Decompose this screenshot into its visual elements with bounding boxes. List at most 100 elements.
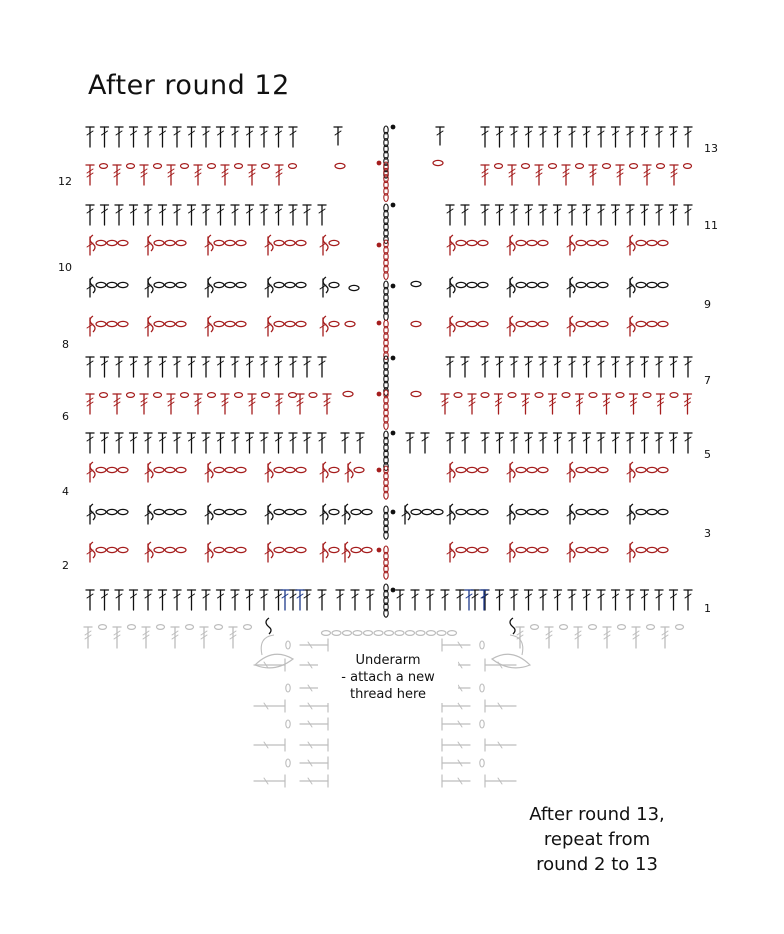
treble-stitch-icon (114, 432, 124, 454)
round-13-center (333, 126, 445, 146)
chain-oval-icon (350, 546, 362, 554)
chain-oval-icon (328, 546, 340, 554)
chain-oval-icon (421, 508, 433, 516)
treble-stitch-icon (139, 393, 149, 415)
round-12-center (334, 159, 444, 170)
treble-stitch-icon (288, 589, 298, 611)
treble-stitch-icon (440, 589, 450, 611)
treble-stitch-icon (615, 164, 625, 186)
chain-oval-icon (520, 163, 531, 170)
underarm-note-line-2: - attach a new (341, 670, 435, 685)
treble-stitch-icon (193, 393, 203, 415)
treble-stitch-icon (552, 126, 563, 148)
round-label-2: 2 (62, 559, 69, 572)
treble-stitch-icon (405, 432, 415, 454)
treble-stitch-icon (509, 432, 519, 454)
chain-oval-icon (466, 546, 478, 554)
treble-stitch-icon (445, 432, 455, 454)
chain-oval-icon (383, 186, 389, 196)
treble-stitch-icon (295, 589, 305, 611)
treble-stitch-icon (166, 393, 176, 415)
chain-oval-icon (273, 320, 285, 328)
chain-oval-icon (383, 443, 389, 453)
treble-stitch-icon (601, 393, 612, 415)
treble-stitch-icon (186, 589, 197, 611)
chain-oval-icon (153, 546, 165, 554)
treble-stitch-icon (112, 164, 122, 186)
chain-oval-icon (164, 466, 176, 474)
chain-oval-icon (383, 414, 389, 424)
front-post-hook-icon (265, 617, 272, 635)
chain-oval-icon (466, 281, 478, 289)
chain-oval-icon (674, 623, 685, 630)
treble-stitch-icon (244, 432, 255, 454)
chain-oval-icon (383, 222, 389, 232)
chain-oval-icon (597, 239, 609, 247)
chain-oval-icon (235, 546, 247, 554)
round-6-left (85, 392, 332, 415)
chain-oval-icon (106, 546, 118, 554)
treble-stitch-icon (660, 626, 670, 649)
treble-stitch-icon (509, 356, 519, 378)
chain-oval-icon (328, 281, 340, 289)
treble-stitch-icon (317, 589, 327, 611)
treble-stitch-icon (215, 589, 226, 611)
chain-oval-icon (597, 508, 609, 516)
chain-oval-icon (125, 163, 136, 170)
treble-stitch-icon (143, 204, 153, 226)
treble-stitch-icon (625, 356, 635, 378)
chain-oval-icon (383, 471, 389, 481)
chain-oval-icon (213, 320, 225, 328)
chain-oval-icon (537, 546, 549, 554)
treble-stitch-icon (628, 393, 639, 415)
chain-oval-icon (383, 389, 389, 399)
chain-oval-icon (597, 320, 609, 328)
chain-oval-icon (635, 466, 647, 474)
treble-stitch-icon (259, 126, 269, 148)
chain-oval-icon (575, 320, 587, 328)
chain-oval-icon (601, 163, 612, 170)
chain-oval-icon (224, 281, 236, 289)
chain-oval-icon (213, 546, 225, 554)
chain-oval-icon (383, 408, 389, 418)
slip-stitch-dot-icon (390, 509, 396, 515)
treble-stitch-icon (85, 589, 95, 611)
chain-oval-icon (383, 299, 389, 309)
treble-stitch-icon (322, 393, 332, 415)
treble-stitch-icon (99, 204, 110, 226)
chain-oval-icon (383, 234, 389, 245)
chain-oval-icon (153, 320, 165, 328)
chain-oval-icon (383, 420, 389, 431)
chain-oval-icon (383, 209, 389, 219)
chain-oval-icon (233, 163, 244, 170)
chain-oval-icon (164, 320, 176, 328)
treble-stitch-icon (172, 126, 182, 148)
chain-oval-icon (117, 320, 129, 328)
round-label-9: 9 (704, 298, 711, 311)
chain-oval-icon (224, 466, 236, 474)
chain-oval-icon (657, 320, 669, 328)
treble-stitch-icon (639, 356, 650, 378)
chain-oval-icon (575, 281, 587, 289)
chain-oval-icon (425, 629, 437, 636)
chain-oval-icon (635, 508, 647, 516)
chain-oval-icon (682, 163, 693, 170)
chain-oval-icon (117, 546, 129, 554)
treble-stitch-icon (480, 432, 490, 454)
chain-oval-icon (295, 466, 307, 474)
treble-stitch-icon (642, 164, 652, 186)
slip-stitch-dot-icon (390, 430, 396, 436)
chain-oval-icon (383, 332, 389, 342)
repeat-instructions: After round 13, repeat from round 2 to 1… (492, 802, 702, 877)
chain-oval-icon (529, 623, 540, 630)
chain-oval-icon (642, 392, 652, 399)
treble-stitch-icon (602, 626, 612, 649)
chain-oval-icon (383, 239, 389, 249)
round-6-right (440, 392, 693, 415)
round-label-1: 1 (704, 602, 711, 615)
treble-stitch-icon (507, 164, 517, 186)
chain-oval-icon (383, 596, 389, 606)
chain-oval-icon (466, 466, 478, 474)
treble-stitch-icon (244, 126, 255, 148)
chain-oval-icon (95, 281, 107, 289)
